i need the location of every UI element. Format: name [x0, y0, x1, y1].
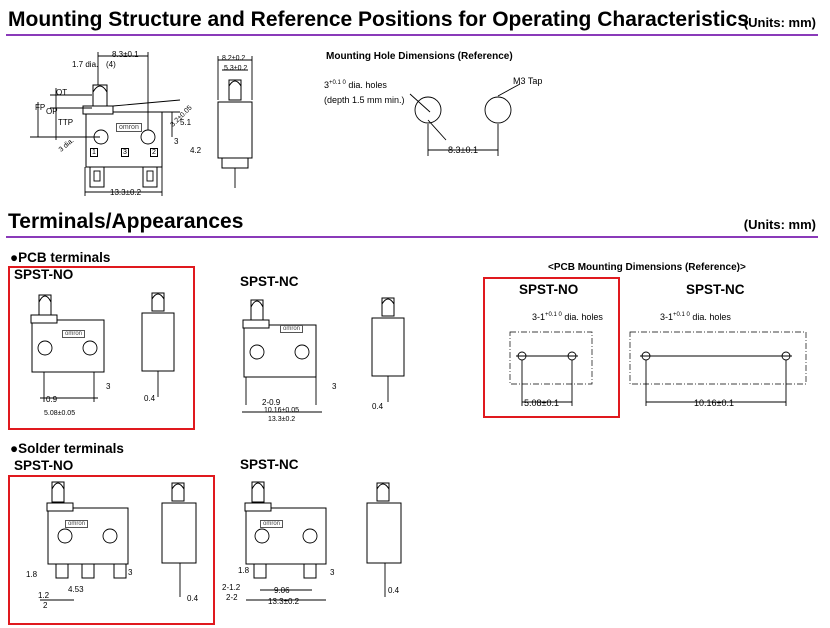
dim-op: OP	[46, 107, 58, 116]
pcb-mount-heading: <PCB Mounting Dimensions (Reference)>	[548, 262, 746, 273]
tap-label: M3 Tap	[513, 76, 543, 86]
solder-no-brand: omron	[65, 520, 89, 528]
pcb-nc-d209: 2-0.9	[262, 398, 281, 407]
solder-nc-d04: 0.4	[388, 586, 400, 595]
solder-no-d453: 4.53	[68, 585, 84, 594]
dim-dia4: (4)	[106, 60, 116, 69]
heading-rule	[6, 34, 818, 36]
solder-no-front-drawing	[40, 481, 129, 601]
solder-nc-width: 13.3±0.2	[268, 597, 300, 606]
solder-spst-no-label: SPST-NO	[14, 458, 74, 473]
pcb-no-side-drawing	[141, 292, 175, 397]
solder-nc-front-drawing	[244, 481, 327, 601]
highlight-pcb-spst-no	[8, 266, 195, 430]
dim-fp: FP	[35, 103, 46, 112]
mount-no-holes: 3-1+0.1 0 dia. holes	[532, 312, 603, 322]
units-label-2: (Units: mm)	[743, 217, 816, 232]
solder-no-d04: 0.4	[187, 594, 199, 603]
solder-no-d3: 3	[128, 568, 133, 577]
section-title-terminals: Terminals/Appearances	[8, 210, 244, 233]
pcb-mount-drawing	[509, 331, 807, 406]
pcb-nc-brand: omron	[280, 325, 304, 333]
terminal-3: 3	[121, 148, 129, 157]
dim-ot: OT	[56, 88, 68, 97]
heading-rule-2	[6, 236, 818, 238]
pcb-nc-d3: 3	[332, 382, 337, 391]
solder-nc-d212: 2-1.2	[222, 583, 241, 592]
hole-pitch: 8.3±0.1	[448, 145, 478, 155]
hole-label: 3+0.1 0 dia. holes	[324, 80, 387, 90]
units-label: (Units: mm)	[743, 15, 816, 30]
dim-51: 5.1	[180, 118, 192, 127]
pcb-no-front-drawing	[30, 294, 105, 402]
mounting-holes-drawing	[409, 83, 521, 156]
switch-side-drawing	[217, 56, 253, 188]
switch-front-drawing	[30, 52, 181, 196]
dim-side-w1: 8.2±0.2	[222, 55, 246, 62]
mount-nc-pitch: 10.16±0.1	[694, 398, 734, 408]
mount-no-pitch: 5.08±0.1	[524, 398, 559, 408]
dim-3b: 3	[174, 137, 179, 146]
pcb-nc-side-drawing	[371, 297, 405, 402]
solder-nc-side-drawing	[366, 482, 402, 597]
pcb-no-d3: 3	[106, 382, 111, 391]
solder-nc-d18: 1.8	[238, 566, 250, 575]
pcb-no-brand: omron	[62, 330, 86, 338]
solder-nc-d906: 9.06	[274, 586, 290, 595]
pcb-nc-front-drawing	[242, 299, 322, 413]
solder-no-d2: 2	[43, 601, 48, 610]
solder-no-side-drawing	[161, 482, 197, 597]
solder-terminals-heading: ●Solder terminals	[10, 441, 124, 456]
dim-dia: 1.7 dia.	[72, 60, 99, 69]
dim-top-width: 8.3±0.1	[112, 50, 139, 59]
terminal-1: 1	[90, 148, 98, 157]
hole-depth: (depth 1.5 mm min.)	[324, 95, 405, 105]
mount-spst-no-label: SPST-NO	[519, 282, 579, 297]
highlight-mount-spst-no	[483, 277, 620, 418]
pcb-terminals-heading: ●PCB terminals	[10, 250, 111, 265]
solder-nc-d3: 3	[330, 568, 335, 577]
mounting-hole-title: Mounting Hole Dimensions (Reference)	[326, 51, 513, 62]
pcb-nc-d04: 0.4	[372, 402, 384, 411]
dim-42: 4.2	[190, 146, 202, 155]
dim-ttp: TTP	[58, 118, 74, 127]
solder-no-d18: 1.8	[26, 570, 38, 579]
dim-width: 13.3±0.2	[110, 188, 142, 197]
solder-spst-nc-label: SPST-NC	[240, 457, 299, 472]
section-title-mounting: Mounting Structure and Reference Positio…	[8, 8, 749, 31]
dim-side-w2: 5.3±0.2	[224, 65, 248, 72]
solder-nc-brand: omron	[260, 520, 284, 528]
solder-nc-d22: 2-2	[226, 593, 238, 602]
terminal-2: 2	[150, 148, 158, 157]
pcb-spst-nc-label: SPST-NC	[240, 274, 299, 289]
mount-nc-holes: 3-1+0.1 0 dia. holes	[660, 312, 731, 322]
solder-no-d12: 1.2	[38, 591, 50, 600]
pcb-nc-width: 13.3±0.2	[268, 416, 296, 423]
pcb-spst-no-label: SPST-NO	[14, 267, 74, 282]
highlight-solder-spst-no	[8, 475, 215, 625]
pcb-no-d04: 0.4	[144, 394, 156, 403]
pcb-nc-pitch: 10.16±0.05	[264, 407, 299, 414]
pcb-no-d09: 0.9	[46, 395, 58, 404]
mount-spst-nc-label: SPST-NC	[686, 282, 745, 297]
brand-logo: omron	[116, 123, 142, 132]
pcb-no-pitch: 5.08±0.05	[44, 410, 76, 417]
